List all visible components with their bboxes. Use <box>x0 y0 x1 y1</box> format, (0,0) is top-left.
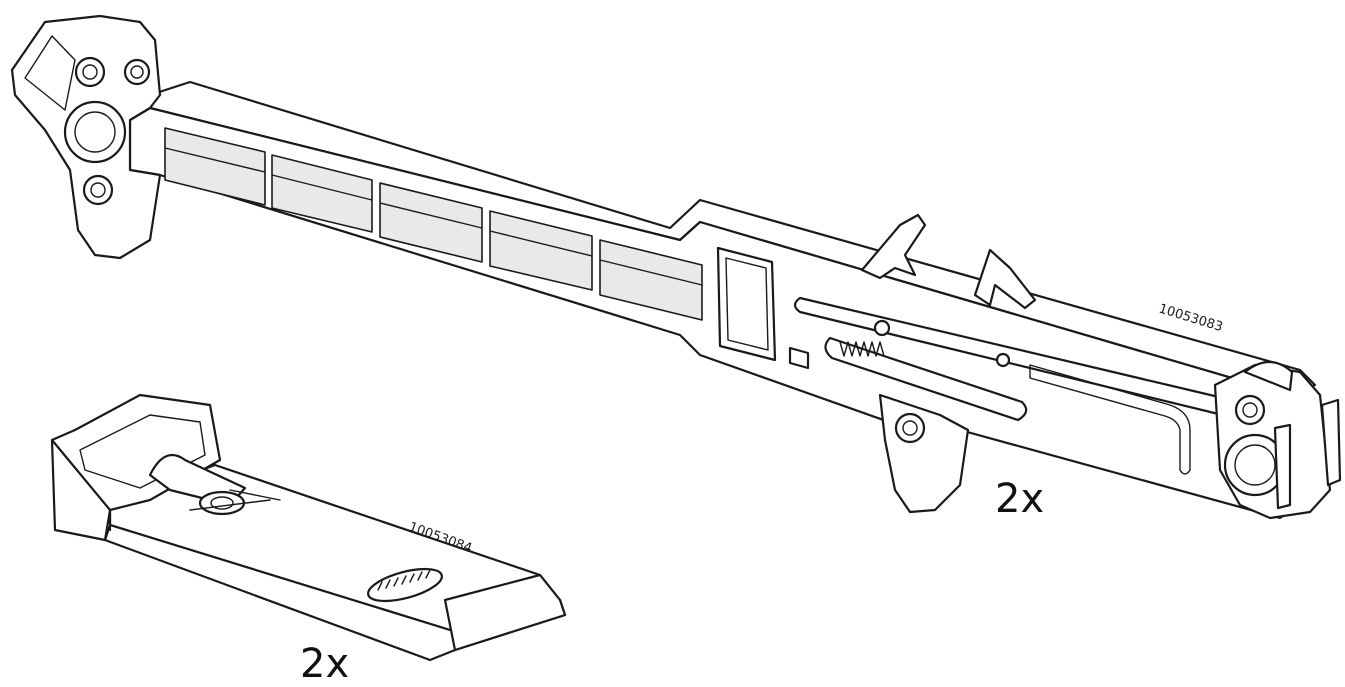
right-end-tab <box>1320 398 1342 487</box>
clip-box-inner <box>79 414 206 489</box>
clip-front-lip <box>443 573 567 652</box>
rail-window <box>164 127 266 206</box>
quantity-long: 2x <box>995 476 1044 522</box>
small-slot <box>788 346 810 370</box>
pin-a <box>873 319 891 337</box>
rail-window <box>599 239 703 321</box>
latch-clip-b <box>973 248 1037 310</box>
rail-windows <box>164 127 703 321</box>
right-end-tab-b <box>1273 423 1292 510</box>
left-hole-top-b <box>123 58 151 86</box>
left-hole-top-a <box>74 56 106 88</box>
left-hole-main <box>63 100 127 164</box>
quantity-short: 2x <box>300 641 349 687</box>
part-number-long: 10053083 <box>1157 301 1225 335</box>
left-hole-bottom <box>82 174 114 206</box>
long-rail-bracket: 10053083 2x <box>10 14 1342 522</box>
pin-b <box>995 352 1011 368</box>
short-clip-bracket: 10053084 2x <box>50 393 567 687</box>
left-end-inner <box>24 35 76 111</box>
center-square-window <box>716 246 777 362</box>
right-hole-top <box>1234 394 1266 426</box>
spring <box>839 341 885 357</box>
rail-window <box>489 210 593 291</box>
rail-window <box>271 154 373 233</box>
hook-slot <box>1029 364 1191 475</box>
clip-screw-hole <box>198 490 246 516</box>
middle-lug-hole <box>894 412 926 444</box>
clip-slot-mark <box>189 489 281 511</box>
clip-box-left-wall <box>50 438 112 542</box>
rail-window <box>379 182 483 263</box>
clip-serrations <box>377 569 431 591</box>
right-end-top-bump <box>1243 360 1294 392</box>
clip-serrated-slot <box>367 567 443 603</box>
latch-clip-a <box>860 213 927 280</box>
long-slot-lower <box>824 336 1028 422</box>
